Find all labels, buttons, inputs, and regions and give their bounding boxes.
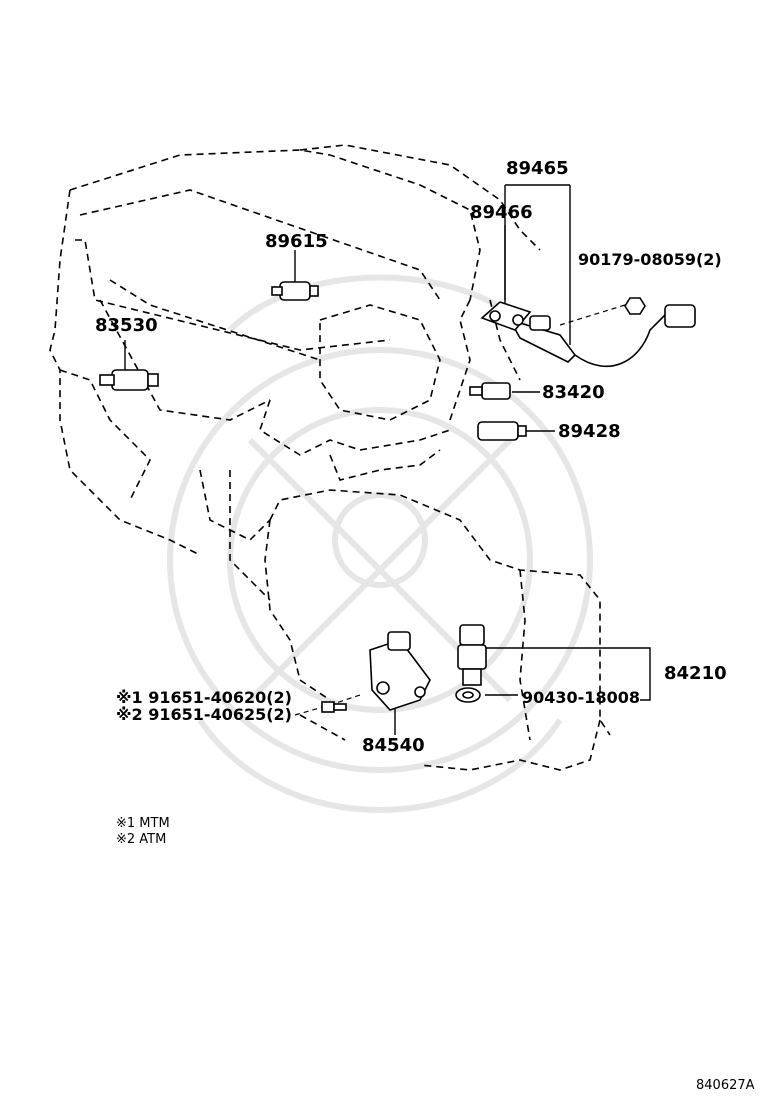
label-91651-mtm: ※1 91651-40620(2) [116, 688, 292, 707]
oxygen-sensor [508, 304, 696, 367]
label-84540: 84540 [362, 735, 425, 756]
switch-84210 [455, 624, 487, 703]
bolt-91651 [321, 701, 347, 713]
label-89428: 89428 [558, 421, 621, 442]
label-84210: 84210 [664, 663, 727, 684]
label-90430: 90430-18008 [522, 688, 640, 707]
label-89615: 89615 [265, 231, 328, 252]
engine-outline [49, 144, 611, 771]
label-83530: 83530 [95, 315, 158, 336]
label-90179: 90179-08059(2) [578, 250, 722, 269]
sensor-89615 [271, 281, 319, 301]
watermark-emblem [167, 274, 593, 813]
label-89465: 89465 [506, 158, 569, 179]
sensor-89428 [477, 421, 527, 441]
note-mtm: ※1 MTM [116, 816, 170, 831]
sender-83420 [469, 382, 511, 400]
diagram-code: 840627A [696, 1078, 755, 1093]
gasket-89466 [480, 301, 532, 331]
label-89466: 89466 [470, 202, 533, 223]
note-atm: ※2 ATM [116, 832, 167, 847]
label-83420: 83420 [542, 382, 605, 403]
switch-83530 [99, 369, 159, 391]
nut-90179 [624, 297, 646, 315]
label-91651-atm: ※2 91651-40625(2) [116, 705, 292, 724]
switch-84540 [369, 631, 431, 711]
